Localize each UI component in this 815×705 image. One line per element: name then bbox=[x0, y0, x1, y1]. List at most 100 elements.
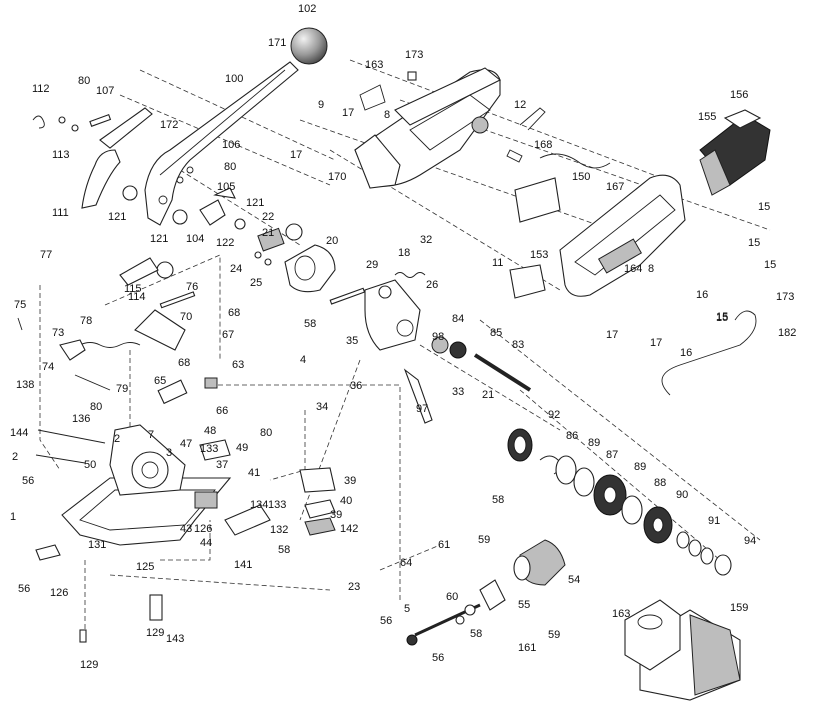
callout-label: 66 bbox=[216, 405, 228, 417]
callout-label: 73 bbox=[52, 327, 64, 339]
callout-label: 17 bbox=[606, 329, 618, 341]
callout-label: 37 bbox=[216, 459, 228, 471]
callout-label: 182 bbox=[778, 327, 796, 339]
callout-label: 170 bbox=[328, 171, 346, 183]
callout-label: 50 bbox=[84, 459, 96, 471]
callout-label: 32 bbox=[420, 234, 432, 246]
callout-label: 122 bbox=[216, 237, 234, 249]
callout-label: 4 bbox=[300, 354, 306, 366]
callout-label: 84 bbox=[452, 313, 464, 325]
callout-label: 39 bbox=[344, 475, 356, 487]
callout-label: 67 bbox=[222, 329, 234, 341]
callout-label: 144 bbox=[10, 427, 28, 439]
plates-39-41 bbox=[299, 467, 336, 536]
callout-label: 15 bbox=[748, 237, 760, 249]
callout-label: 129 bbox=[80, 659, 98, 671]
callout-label: 89 bbox=[588, 437, 600, 449]
callout-label: 24 bbox=[230, 263, 242, 275]
callout-label: 16 bbox=[696, 289, 708, 301]
callout-label: 44 bbox=[200, 537, 212, 549]
callout-label: 61 bbox=[438, 539, 450, 551]
callout-label: 15 bbox=[716, 311, 728, 323]
callout-label: 79 bbox=[116, 383, 128, 395]
callout-label: 97 bbox=[416, 403, 428, 415]
callout-label: 163 bbox=[365, 59, 383, 71]
callout-label: 11 bbox=[492, 257, 503, 269]
cable bbox=[661, 310, 757, 396]
callout-label: 133 bbox=[268, 499, 286, 511]
callout-label: 136 bbox=[72, 413, 90, 425]
callout-label: 115 bbox=[124, 283, 142, 295]
callout-label: 161 bbox=[518, 642, 536, 654]
callout-label: 41 bbox=[248, 467, 260, 479]
callout-label: 164 bbox=[624, 263, 642, 275]
callout-label: 163 bbox=[612, 608, 630, 620]
centre-block bbox=[329, 272, 532, 424]
callout-label: 138 bbox=[16, 379, 34, 391]
callout-label: 43 bbox=[180, 523, 192, 535]
callout-label: 134 bbox=[250, 499, 268, 511]
callout-label: 92 bbox=[548, 409, 560, 421]
callout-label: 65 bbox=[154, 375, 166, 387]
callout-label: 171 bbox=[268, 37, 286, 49]
gear-stack bbox=[507, 428, 732, 576]
upper-housing bbox=[354, 67, 546, 189]
callout-label: 17 bbox=[342, 107, 354, 119]
callout-label: 21 bbox=[262, 227, 274, 239]
callout-label: 26 bbox=[426, 279, 438, 291]
callout-label: 126 bbox=[50, 587, 68, 599]
callout-label: 114 bbox=[128, 291, 146, 303]
callout-label: 18 bbox=[398, 247, 410, 259]
callout-label: 75 bbox=[14, 299, 26, 311]
callout-label: 125 bbox=[136, 561, 154, 573]
callout-label: 91 bbox=[708, 515, 720, 527]
callout-label: 60 bbox=[446, 591, 458, 603]
callout-label: 167 bbox=[606, 181, 624, 193]
callout-label: 3 bbox=[166, 447, 172, 459]
callout-label: 58 bbox=[304, 318, 316, 330]
callout-label: 70 bbox=[180, 311, 192, 323]
right-housing bbox=[509, 153, 686, 299]
callout-label: 9 bbox=[318, 99, 324, 111]
callout-label: 2 bbox=[12, 451, 18, 463]
callout-label: 20 bbox=[326, 235, 338, 247]
handle-ball bbox=[290, 27, 328, 65]
callout-label: 39 bbox=[330, 509, 342, 521]
callout-label: 2 bbox=[114, 433, 120, 445]
callout-label: 49 bbox=[236, 442, 248, 454]
callout-label: 48 bbox=[204, 425, 216, 437]
callout-label: 59 bbox=[548, 629, 560, 641]
callout-label: 15 bbox=[716, 312, 728, 324]
callout-label: 100 bbox=[225, 73, 243, 85]
callout-label: 47 bbox=[180, 438, 192, 450]
callout-label: 98 bbox=[432, 331, 444, 343]
callout-label: 1 bbox=[10, 511, 16, 523]
callout-label: 56 bbox=[22, 475, 34, 487]
callout-label: 23 bbox=[348, 581, 360, 593]
callout-label: 121 bbox=[246, 197, 264, 209]
callout-label: 15 bbox=[764, 259, 776, 271]
callout-label: 143 bbox=[166, 633, 184, 645]
callout-label: 76 bbox=[186, 281, 198, 293]
callout-label: 121 bbox=[150, 233, 168, 245]
callout-label: 64 bbox=[400, 557, 412, 569]
foot-switch bbox=[624, 599, 741, 701]
callout-label: 172 bbox=[160, 119, 178, 131]
callout-label: 36 bbox=[350, 380, 362, 392]
callout-label: 68 bbox=[178, 357, 190, 369]
callout-label: 90 bbox=[676, 489, 688, 501]
callout-label: 8 bbox=[384, 109, 390, 121]
callout-label: 112 bbox=[32, 83, 50, 95]
callout-label: 17 bbox=[650, 337, 662, 349]
callout-label: 83 bbox=[512, 339, 524, 351]
callout-label: 173 bbox=[405, 49, 423, 61]
callout-label: 54 bbox=[568, 574, 580, 586]
callout-label: 25 bbox=[250, 277, 262, 289]
callout-label: 7 bbox=[148, 429, 154, 441]
callout-label: 63 bbox=[232, 359, 244, 371]
callout-label: 129 bbox=[146, 627, 164, 639]
callout-label: 121 bbox=[108, 211, 126, 223]
callout-label: 141 bbox=[234, 559, 252, 571]
callout-label: 80 bbox=[90, 401, 102, 413]
callout-label: 59 bbox=[478, 534, 490, 546]
